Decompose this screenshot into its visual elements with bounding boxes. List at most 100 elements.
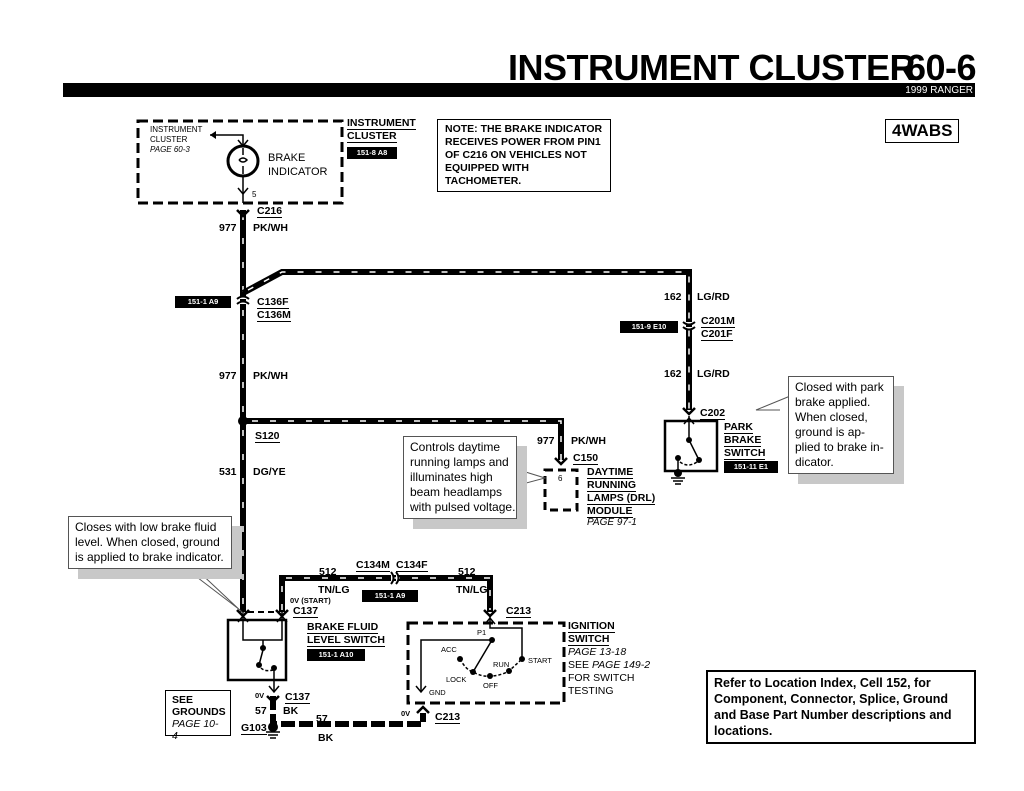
brake-fluid-label-2: LEVEL SWITCH xyxy=(307,634,385,647)
wire-162-top-color: LG/RD xyxy=(697,291,730,303)
wire-977-mid-circuit: 977 xyxy=(219,370,237,382)
drl-module-label-1: DAYTIME xyxy=(587,466,634,479)
wire-57-vert-color: BK xyxy=(283,705,299,717)
park-brake-switch-symbol xyxy=(663,416,719,485)
drl-module-label-4: MODULE xyxy=(587,505,633,518)
c137-bottom-label: C137 xyxy=(285,691,311,704)
ignition-switch-testing: TESTING xyxy=(568,685,614,697)
c136-connector-symbol xyxy=(236,295,250,305)
wire-977-drl xyxy=(243,418,564,460)
wire-512-left-color: TN/LG xyxy=(318,584,350,596)
ign-pos-acc: ACC xyxy=(441,645,457,654)
4wabs-badge: 4WABS xyxy=(885,119,960,143)
brake-fluid-switch-symbol xyxy=(226,612,288,694)
wire-162 xyxy=(241,269,692,410)
brake-fluid-label-1: BRAKE FLUID xyxy=(307,621,379,634)
cluster-location-tag: 151-8 A8 xyxy=(347,147,397,159)
instrument-cluster-name-2: CLUSTER xyxy=(347,130,397,143)
ignition-switch-symbol xyxy=(406,616,566,705)
vehicle-subtitle: 1999 RANGER xyxy=(905,85,973,96)
c136m-label: C136M xyxy=(257,309,291,322)
tachometer-note: NOTE: THE BRAKE INDICATOR RECEIVES POWER… xyxy=(437,119,611,192)
c213-bottom-label: C213 xyxy=(435,711,461,724)
c202-connector-symbol xyxy=(682,407,696,416)
park-brake-label-2: BRAKE xyxy=(724,434,762,447)
c150-label: C150 xyxy=(573,452,599,465)
cluster-ref-line1: INSTRUMENT xyxy=(150,125,203,134)
cluster-ref-line2: CLUSTER xyxy=(150,135,188,144)
ign-pos-off: OFF xyxy=(483,681,498,690)
wire-57-ground xyxy=(266,695,430,739)
g103-ground-icon xyxy=(266,731,280,739)
c201-location-tag: 151-9 E10 xyxy=(620,321,678,333)
c136f-label: C136F xyxy=(257,296,289,309)
wire-977-top-color: PK/WH xyxy=(253,222,288,234)
park-brake-callout: Closed with park brake applied. When clo… xyxy=(788,376,894,474)
location-index-note: Refer to Location Index, Cell 152, for C… xyxy=(706,670,976,744)
c150-pin: 6 xyxy=(558,474,563,483)
cluster-ref-page[interactable]: PAGE 60-3 xyxy=(150,145,190,154)
ign-pos-lock: LOCK xyxy=(446,675,467,684)
ignition-switch-label-1: IGNITION xyxy=(568,620,615,633)
drl-module-label-3: LAMPS (DRL) xyxy=(587,492,656,505)
ignition-switch-see: SEE PAGE 149-2 xyxy=(568,659,651,671)
wire-512-right-color: TN/LG xyxy=(456,584,488,596)
c137-top-label: C137 xyxy=(293,605,319,618)
park-brake-location-tag: 151-11 E1 xyxy=(724,461,778,473)
brake-indicator-label-1: BRAKE xyxy=(268,152,306,164)
wire-57-vert-circuit: 57 xyxy=(255,705,267,717)
drl-callout: Controls daytime running lamps and illum… xyxy=(403,436,517,519)
brake-indicator-label-2: INDICATOR xyxy=(268,166,328,178)
c137-bottom-voltage: 0V xyxy=(255,691,265,700)
c202-label: C202 xyxy=(700,407,726,420)
ground-icon xyxy=(671,477,685,485)
s120-label: S120 xyxy=(255,430,280,443)
wire-531-circuit: 531 xyxy=(219,466,237,478)
wire-57-horiz-circuit: 57 xyxy=(316,713,328,725)
ignition-switch-see-page[interactable]: PAGE 149-2 xyxy=(591,659,651,671)
instrument-cluster-name-1: INSTRUMENT xyxy=(347,117,416,130)
drl-module-label-2: RUNNING xyxy=(587,479,636,492)
c213-bottom-voltage: 0V xyxy=(401,709,411,718)
ign-pos-run: RUN xyxy=(493,660,510,669)
brake-fluid-callout: Closes with low brake fluid level. When … xyxy=(68,516,232,569)
wire-162-top-circuit: 162 xyxy=(664,291,682,303)
c201f-label: C201F xyxy=(701,328,733,341)
instrument-cluster-box xyxy=(136,119,344,205)
c137-top-voltage: 0V (START) xyxy=(290,596,331,605)
c213-top-label: C213 xyxy=(506,605,532,618)
wire-977-drl-color: PK/WH xyxy=(571,435,606,447)
wire-512-right-circuit: 512 xyxy=(458,566,476,578)
park-brake-label-1: PARK xyxy=(724,421,753,434)
wire-531-color: DG/YE xyxy=(253,466,286,478)
see-grounds-box[interactable]: SEE GROUNDS PAGE 10-4 xyxy=(165,690,231,742)
c150-connector-symbol xyxy=(554,457,568,466)
brake-indicator-lamp-icon xyxy=(210,131,260,203)
wire-977-top-circuit: 977 xyxy=(219,222,237,234)
ignition-switch-for: FOR SWITCH xyxy=(568,672,635,684)
wire-512 xyxy=(279,575,493,612)
c136-location-tag: 151-1 A9 xyxy=(175,296,231,308)
park-brake-label-3: SWITCH xyxy=(724,447,766,460)
wire-57-horiz-color: BK xyxy=(318,732,334,744)
wire-162-bot-circuit: 162 xyxy=(664,368,682,380)
page-number: 60-6 xyxy=(906,47,977,88)
ignition-switch-page[interactable]: PAGE 13-18 xyxy=(568,646,627,658)
drl-module-box xyxy=(543,468,579,512)
header-bar xyxy=(63,83,975,97)
c216-label: C216 xyxy=(257,205,283,218)
ign-pos-gnd: GND xyxy=(429,688,446,697)
c134-location-tag: 151-1 A9 xyxy=(362,590,418,602)
wire-977-mid-color: PK/WH xyxy=(253,370,288,382)
brake-indicator-pin: 5 xyxy=(252,190,257,199)
drl-module-page[interactable]: PAGE 97-1 xyxy=(587,517,637,528)
c216-connector-symbol xyxy=(236,209,250,218)
g103-label: G103 xyxy=(241,722,267,735)
brake-fluid-location-tag: 151-1 A10 xyxy=(307,649,365,661)
ign-pos-start: START xyxy=(528,656,552,665)
c201m-label: C201M xyxy=(701,315,735,328)
c134f-label: C134F xyxy=(396,559,428,572)
c134m-label: C134M xyxy=(356,559,390,572)
wire-162-bot-color: LG/RD xyxy=(697,368,730,380)
